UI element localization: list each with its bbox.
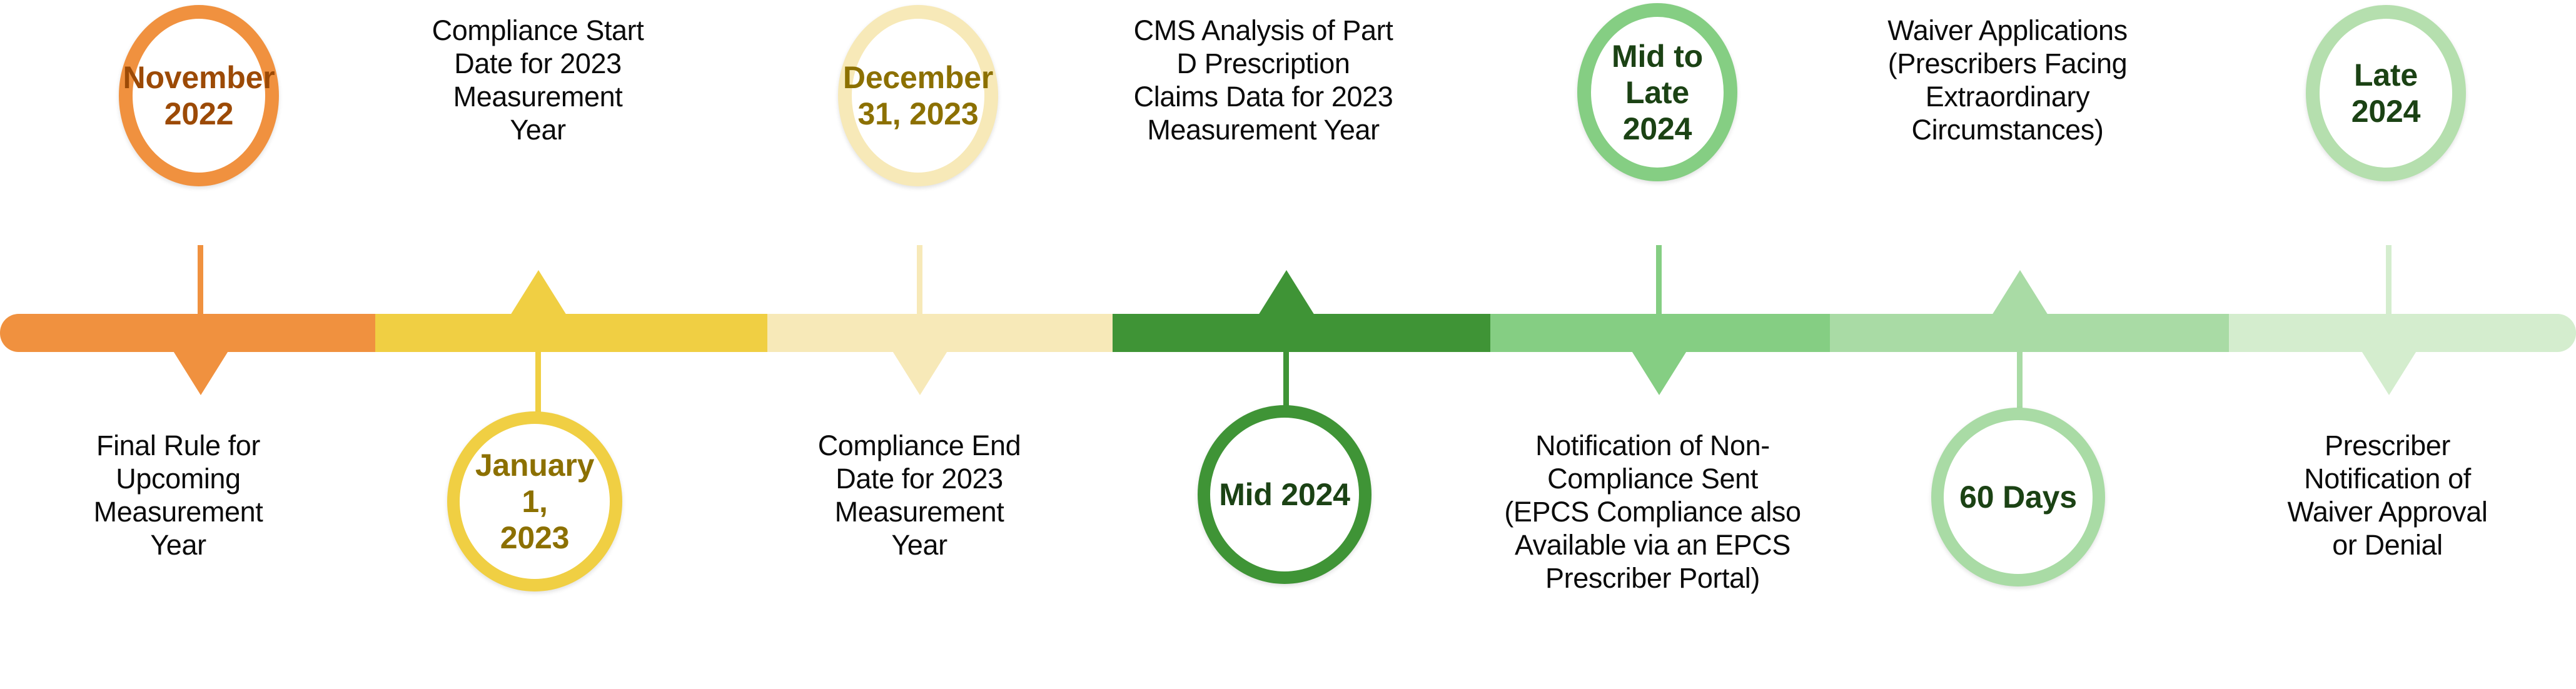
caption-compliance-start-date: Compliance Start Date for 2023 Measureme… (432, 14, 644, 146)
connector-january-2023 (535, 350, 541, 419)
connector-mid-to-late-2024 (1656, 245, 1662, 315)
circle-label-line-1: Mid to (1612, 38, 1703, 74)
connector-november-2022 (198, 245, 203, 315)
circle-label-line-1: January 1, (475, 448, 595, 519)
arrow-up-mid-2024 (1258, 270, 1315, 315)
circle-label-line-3: 2024 (1622, 111, 1692, 146)
timeline-bar (0, 314, 2576, 352)
segment-medium-green (1490, 314, 1830, 352)
arrow-up-60-days (1992, 270, 2048, 315)
connector-late-2024 (2386, 245, 2392, 315)
arrow-down-december-2023 (892, 350, 948, 395)
connector-60-days (2017, 350, 2023, 419)
arrow-down-late-2024 (2361, 350, 2417, 395)
segment-lightest-green (2229, 314, 2576, 352)
circle-label-line-2: Late (1625, 74, 1689, 110)
segment-orange (0, 314, 375, 352)
milestone-circle-december-31-2023[interactable]: December 31, 2023 (838, 5, 998, 186)
milestone-circle-mid-2024[interactable]: Mid 2024 (1198, 405, 1371, 584)
caption-cms-analysis: CMS Analysis of Part D Prescription Clai… (1133, 14, 1393, 146)
circle-label-line-2: 31, 2023 (857, 96, 979, 131)
arrow-down-mid-to-late-2024 (1631, 350, 1687, 395)
connector-mid-2024 (1283, 350, 1289, 419)
caption-prescriber-notification: Prescriber Notification of Waiver Approv… (2287, 430, 2488, 561)
circle-label-line-1: November (123, 60, 275, 95)
connector-december-2023 (917, 245, 922, 315)
circle-label-line-1: December (842, 60, 994, 95)
segment-pale-yellow (767, 314, 1113, 352)
caption-compliance-end-date: Compliance End Date for 2023 Measurement… (817, 430, 1021, 561)
circle-label-november-2022: November 2022 (117, 59, 281, 132)
circle-label-line-1: 60 Days (1959, 480, 2077, 515)
caption-notification-noncompliance: Notification of Non- Compliance Sent (EP… (1504, 430, 1801, 595)
circle-label-mid-to-late-2024: Mid to Late 2024 (1605, 38, 1709, 147)
segment-dark-green (1113, 314, 1490, 352)
circle-label-60-days: 60 Days (1953, 479, 2083, 515)
circle-label-line-1: Late (2353, 58, 2418, 93)
caption-final-rule: Final Rule for Upcoming Measurement Year (93, 430, 263, 561)
milestone-circle-january-1-2023[interactable]: January 1, 2023 (447, 411, 622, 591)
segment-light-green (1830, 314, 2229, 352)
circle-label-january-1-2023: January 1, 2023 (460, 447, 610, 556)
caption-waiver-applications: Waiver Applications (Prescribers Facing … (1887, 14, 2128, 146)
circle-label-december-31-2023: December 31, 2023 (837, 59, 999, 132)
arrow-up-january-2023 (510, 270, 567, 315)
milestone-circle-60-days[interactable]: 60 Days (1931, 408, 2105, 586)
milestone-circle-mid-to-late-2024[interactable]: Mid to Late 2024 (1577, 3, 1737, 181)
circle-label-line-2: 2023 (500, 520, 570, 555)
circle-label-line-2: 2024 (2351, 94, 2421, 129)
arrow-down-november-2022 (173, 350, 229, 395)
circle-label-line-1: Mid 2024 (1219, 477, 1350, 512)
circle-label-line-2: 2022 (164, 96, 234, 131)
milestone-circle-late-2024[interactable]: Late 2024 (2306, 5, 2466, 181)
milestone-circle-november-2022[interactable]: November 2022 (119, 5, 279, 186)
segment-yellow (375, 314, 767, 352)
circle-label-mid-2024: Mid 2024 (1213, 476, 1356, 513)
circle-label-late-2024: Late 2024 (2345, 57, 2427, 129)
